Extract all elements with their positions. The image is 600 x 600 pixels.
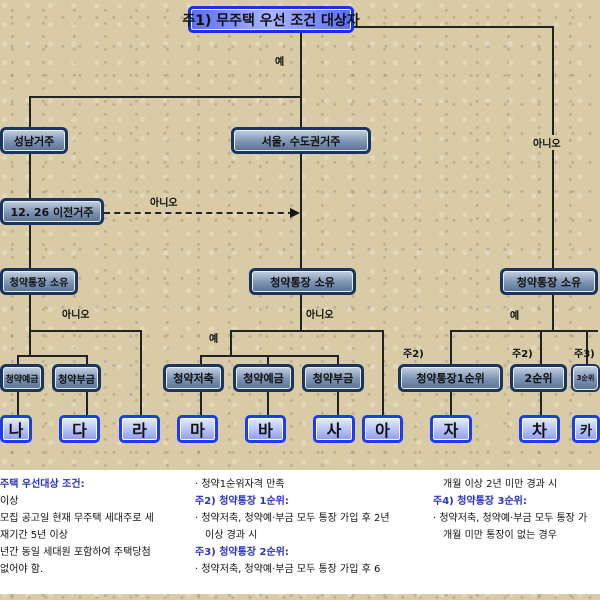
node-own-right: 청약통장 소유 <box>500 268 598 295</box>
root-title-node: 주1) 무주택 우선 조건 대상자 <box>182 6 360 33</box>
note-line: 없어야 함. <box>0 564 44 575</box>
label-no: 아니오 <box>306 310 334 321</box>
note-ref: 주2) <box>403 349 424 360</box>
note-ref: 주2) <box>512 349 533 360</box>
node-mid-bugeum: 청약부금 <box>302 364 364 392</box>
letter-cha: 차 <box>519 415 560 443</box>
node-seoul: 서울, 수도권거주 <box>231 127 371 154</box>
letter-ma: 마 <box>177 415 218 443</box>
letter-na: 나 <box>0 415 32 443</box>
letter-ka: 카 <box>572 415 600 443</box>
letter-a: 아 <box>362 415 403 443</box>
node-mid-jeochuk: 청약저축 <box>163 364 224 392</box>
letter-ba: 바 <box>245 415 286 443</box>
letter-ja: 자 <box>430 415 472 443</box>
notes-column-2: · 청약1순위자격 만족 주2) 청약통장 1순위: · 청약저축, 청약예·부… <box>195 476 430 578</box>
note-heading: 주2) 청약통장 1순위: <box>195 496 289 507</box>
label-yes: 예 <box>510 311 520 322</box>
node-left-yegeum: 청약예금 <box>0 364 44 392</box>
node-rank2: 2순위 <box>510 364 567 392</box>
note-line: · 청약저축, 청약예·부금 모두 통장 가입 후 6 <box>195 564 381 575</box>
note-line: 이상 <box>0 496 19 507</box>
label-no: 아니오 <box>150 198 178 209</box>
node-seongnam: 성남거주 <box>0 127 68 154</box>
label-yes: 예 <box>209 334 219 345</box>
notes-panel: 주택 우선대상 조건: 이상 모집 공고일 현재 무주택 세대주로 세 재기간 … <box>0 470 600 594</box>
dashed-arrow-line <box>104 212 294 214</box>
note-line: · 청약저축, 청약예·부금 모두 통장 가입 후 2년 <box>195 513 390 524</box>
note-line: · 청약1순위자격 만족 <box>195 479 285 490</box>
note-ref: 주3) <box>574 349 595 360</box>
label-no: 아니오 <box>62 310 90 321</box>
note-line: · 청약저축, 청약예·부금 모두 통장 가 <box>433 513 588 524</box>
note-line: 년간 동일 세대원 포함하여 주택당첨 <box>0 547 151 558</box>
note-line: 이상 경과 시 <box>205 530 258 541</box>
notes-column-3: 개월 이상 2년 미만 경과 시 주4) 청약통장 3순위: · 청약저축, 청… <box>433 476 598 544</box>
notes-column-1: 주택 우선대상 조건: 이상 모집 공고일 현재 무주택 세대주로 세 재기간 … <box>0 476 190 578</box>
note-line: 개월 이상 2년 미만 경과 시 <box>443 479 558 490</box>
node-rank3: 3순위 <box>571 364 600 392</box>
note-heading: 주택 우선대상 조건: <box>0 479 85 490</box>
note-heading: 주4) 청약통장 3순위: <box>433 496 527 507</box>
label-no: 아니오 <box>533 135 561 150</box>
arrow-head-icon <box>290 208 300 218</box>
letter-ra: 라 <box>119 415 160 443</box>
node-left-bugeum: 청약부금 <box>52 364 101 392</box>
note-heading: 주3) 청약통장 2순위: <box>195 547 289 558</box>
node-own-mid: 청약통장 소유 <box>249 268 356 295</box>
letter-sa: 사 <box>313 415 355 443</box>
label-yes: 예 <box>275 57 285 68</box>
note-line: 모집 공고일 현재 무주택 세대주로 세 <box>0 513 154 524</box>
node-rank1: 청약통장1순위 <box>398 364 503 392</box>
node-before-1226: 12. 26 이전거주 <box>0 198 104 225</box>
node-own-left: 청약통장 소유 <box>0 268 78 295</box>
letter-da: 다 <box>59 415 100 443</box>
note-line: 재기간 5년 이상 <box>0 530 68 541</box>
note-line: 개월 미만 통장이 없는 경우 <box>443 530 557 541</box>
node-mid-yegeum: 청약예금 <box>233 364 294 392</box>
